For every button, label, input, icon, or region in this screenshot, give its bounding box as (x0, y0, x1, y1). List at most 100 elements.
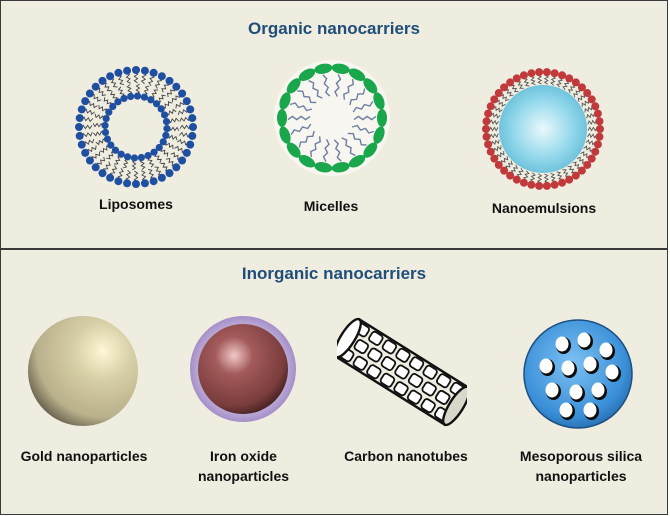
outer-lipid-head (123, 179, 132, 188)
surfactant-head (596, 125, 604, 133)
outer-lipid-head (123, 66, 132, 75)
outer-lipid-head (140, 179, 149, 188)
surfactant-head (490, 154, 499, 163)
outer-lipid-head (188, 131, 197, 140)
pore (583, 402, 597, 418)
micelle-tail (353, 115, 377, 121)
pore (577, 332, 591, 348)
surfactant-head (542, 68, 551, 77)
inner-lipid-tail (103, 97, 112, 107)
surfactant-head (565, 175, 574, 184)
surfactant-tail (584, 105, 593, 113)
pore (545, 382, 559, 398)
inner-lipid-tail (168, 126, 180, 132)
inner-lipid-head (123, 153, 132, 161)
outer-lipid-head (140, 66, 149, 75)
surfactant-head (558, 71, 567, 80)
inner-lipid-tail (99, 145, 111, 153)
outer-lipid-tail (174, 145, 186, 154)
inner-lipid-tail (167, 117, 179, 124)
micelle-head (331, 162, 350, 173)
micelle-tail (297, 90, 317, 104)
surfactant-tail (550, 75, 557, 86)
surfactant-tail (587, 126, 598, 132)
surfactant-head (506, 78, 515, 87)
outer-lipid-head (98, 169, 107, 178)
inner-lipid-head (130, 154, 139, 162)
inner-lipid-tail (135, 83, 141, 95)
surfactant-head (494, 160, 503, 169)
surfactant-head (583, 160, 592, 169)
nanoemulsion-core (499, 85, 587, 173)
micelle-tail (287, 115, 311, 121)
lattice-cell (435, 389, 451, 405)
surfactant-head (558, 178, 567, 187)
outer-lipid-head (132, 180, 140, 188)
micelle-head (298, 68, 316, 81)
micelle-head (286, 78, 301, 94)
outer-lipid-head (182, 148, 191, 157)
lattice-cell (367, 347, 383, 363)
pore (591, 382, 605, 398)
inner-lipid-tail (92, 122, 104, 128)
outer-lipid-head (81, 97, 90, 106)
inner-lipid-head (140, 93, 149, 101)
surfactant-head (486, 102, 495, 111)
surfactant-head (506, 171, 515, 180)
pore (605, 364, 619, 380)
outer-lipid-head (157, 173, 166, 182)
inner-lipid-head (101, 121, 109, 130)
label-mesoporous-silica-nanoparticles: Mesoporous silica nanoparticles (519, 448, 643, 484)
micelle-tail (322, 139, 330, 162)
surfactant-head (512, 175, 521, 184)
outer-lipid-head (81, 148, 90, 157)
micelle-head (314, 162, 333, 173)
micelle-tail (290, 123, 312, 135)
surfactant-head (535, 181, 544, 190)
lattice-cell (421, 381, 437, 397)
outer-lipid-head (149, 177, 158, 186)
surfactant-head (593, 140, 602, 149)
gold-nanoparticle-icon (28, 316, 138, 426)
surfactant-tail (550, 172, 556, 182)
surfactant-head (571, 171, 580, 180)
lattice-cell (422, 364, 438, 380)
inner-lipid-head (114, 98, 122, 106)
inner-lipid-tail (106, 151, 116, 160)
surfactant-tail (585, 139, 596, 146)
outer-lipid-head (186, 105, 195, 114)
nanotube-body (337, 317, 467, 427)
micelle-head (314, 63, 333, 74)
surfactant-head (583, 89, 592, 98)
micelle-tail (347, 132, 367, 146)
surfactant-head (519, 178, 528, 187)
lattice-cell (353, 339, 369, 355)
outer-lipid-head (114, 177, 123, 186)
surfactant-tail (488, 119, 499, 126)
label-micelles: Micelles (303, 198, 359, 214)
outer-lipid-head (75, 114, 84, 123)
micelle-icon (274, 60, 390, 176)
surfactant-tail (500, 156, 509, 165)
surfactant-tail (562, 80, 570, 91)
outer-lipid-head (85, 156, 94, 165)
surfactant-head (565, 74, 574, 83)
surfactant-tail (505, 160, 513, 170)
inner-lipid-head (160, 111, 169, 119)
surfactant-head (595, 117, 604, 126)
outer-lipid-head (172, 163, 181, 172)
micelle-tail (289, 102, 313, 112)
outer-lipid-head (91, 163, 100, 172)
surfactant-head (482, 125, 490, 133)
surfactant-tail (490, 139, 500, 146)
label-gold-nanoparticles: Gold nanoparticles (20, 448, 148, 464)
lattice-cell (352, 355, 368, 371)
surfactant-tail (523, 170, 530, 181)
outer-lipid-head (178, 156, 187, 165)
outer-lipid-head (178, 89, 187, 98)
micelle-head (377, 109, 387, 127)
inner-lipid-tail (98, 104, 107, 113)
outer-lipid-head (77, 140, 86, 149)
label-iron-oxide-nanoparticles: Iron oxide nanoparticles (197, 448, 290, 484)
inner-lipid-tail (94, 113, 105, 120)
